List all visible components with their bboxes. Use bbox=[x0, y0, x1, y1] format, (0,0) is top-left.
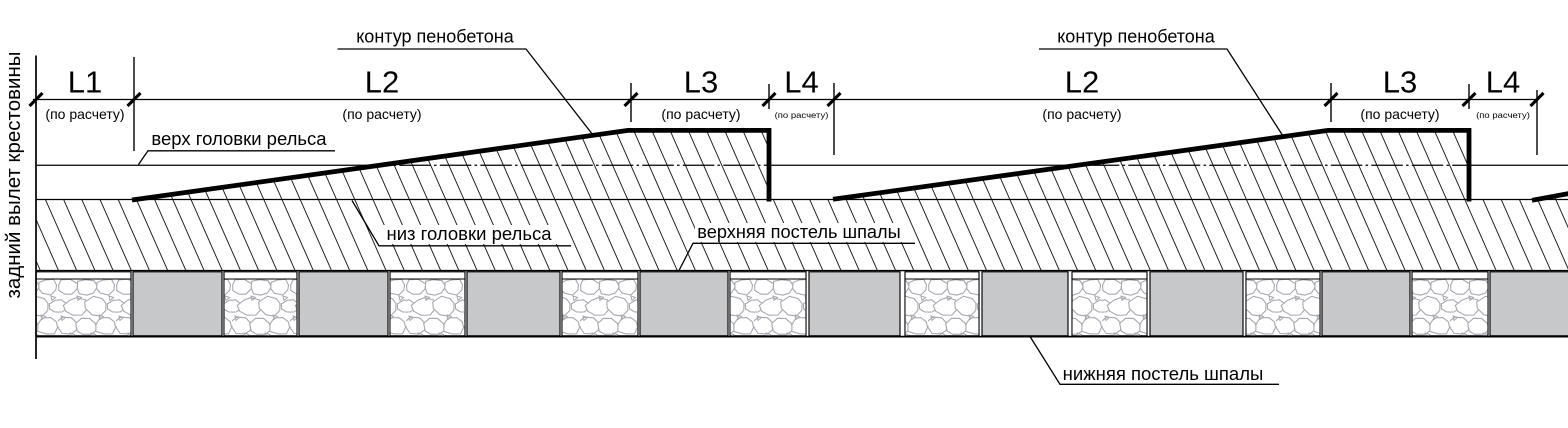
svg-text:(по расчету): (по расчету) bbox=[1042, 106, 1121, 122]
svg-text:L2: L2 bbox=[1065, 65, 1099, 100]
svg-text:L3: L3 bbox=[684, 65, 718, 100]
svg-text:контур пенобетона: контур пенобетона bbox=[1057, 27, 1216, 47]
svg-text:верх головки рельса: верх головки рельса bbox=[151, 128, 327, 149]
svg-text:(по расчету): (по расчету) bbox=[1360, 106, 1439, 122]
svg-text:L4: L4 bbox=[1486, 65, 1520, 100]
svg-text:(по расчету): (по расчету) bbox=[342, 106, 421, 122]
svg-text:L1: L1 bbox=[68, 65, 102, 100]
svg-text:(по расчету): (по расчету) bbox=[1476, 110, 1530, 120]
svg-text:контур пенобетона: контур пенобетона bbox=[356, 27, 515, 47]
svg-text:L3: L3 bbox=[1383, 65, 1417, 100]
svg-text:(по расчету): (по расчету) bbox=[775, 110, 829, 120]
svg-text:задний вылет крестовины: задний вылет крестовины bbox=[2, 51, 25, 298]
svg-text:(по расчету): (по расчету) bbox=[45, 106, 124, 122]
svg-text:(по расчету): (по расчету) bbox=[661, 106, 740, 122]
svg-text:низ головки рельса: низ головки рельса bbox=[386, 223, 552, 244]
svg-text:L4: L4 bbox=[784, 65, 818, 100]
svg-text:нижняя постель шпалы: нижняя постель шпалы bbox=[1063, 363, 1264, 384]
svg-text:L2: L2 bbox=[365, 65, 399, 100]
svg-text:верхняя постель шпалы: верхняя постель шпалы bbox=[697, 222, 900, 242]
